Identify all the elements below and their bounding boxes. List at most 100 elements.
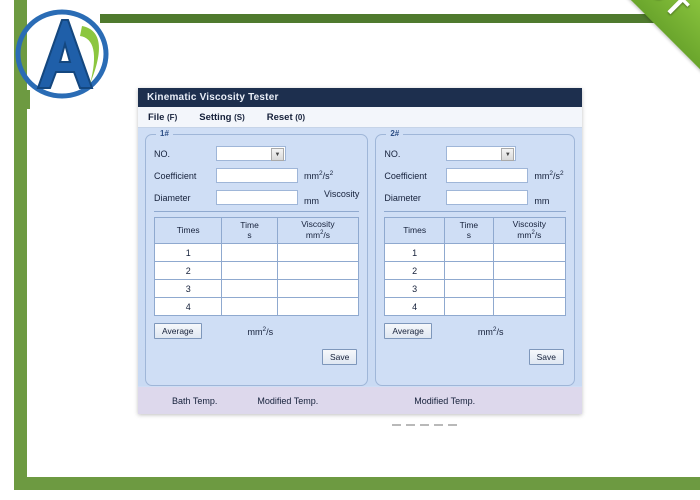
panel-1-table-header-row: Times Time s Viscosity mm2/s [153, 217, 360, 244]
panel-2-coefficient-unit: mm2/s2 [534, 170, 564, 181]
menu-item-file[interactable]: File (F) [148, 112, 177, 123]
panel-2-row-1-times: 1 [384, 243, 445, 262]
panel-1-row-4-viscosity[interactable] [276, 297, 360, 316]
table-row[interactable]: 3 [153, 279, 360, 298]
panel-2-divider [384, 211, 566, 212]
panel-1-divider [154, 211, 360, 212]
panel-2-header-times: Times [384, 217, 445, 244]
panel-1-row-1-times: 1 [153, 243, 223, 262]
table-row[interactable]: 1 [153, 243, 360, 262]
table-row[interactable]: 4 [384, 297, 567, 316]
panel-1-average-unit: mm2/s [247, 325, 274, 337]
panel-1-coefficient-label: Coefficient [154, 170, 197, 181]
panel-2-coefficient-label: Coefficient [384, 170, 427, 181]
dash-5 [448, 424, 457, 426]
application-window: Kinematic Viscosity Tester File (F) Sett… [138, 88, 582, 414]
table-row[interactable]: 4 [153, 297, 360, 316]
menu-item-reset-key: (0) [295, 112, 306, 122]
panel-2-diameter-label: Diameter [384, 192, 421, 203]
panel-2-footer: Average mm2/s Save [384, 323, 566, 365]
menu-item-file-key: (F) [167, 112, 178, 122]
panel-channel-2: 2# NO. ▼ Coefficient mm2/s2 Diameter [375, 129, 575, 386]
panel-1-header-times: Times [153, 217, 223, 244]
panel-2-diameter-unit: mm [534, 196, 550, 206]
panel-1-diameter-unit: mm [304, 196, 319, 206]
panel-2-header-viscosity: Viscosity mm2/s [492, 217, 567, 244]
panel-2-row-3-viscosity[interactable] [492, 279, 567, 298]
panel-1-data-table: Times Time s Viscosity mm2/s [153, 217, 360, 316]
panel-1-coefficient-input[interactable] [216, 168, 298, 183]
panel-1-no-row: NO. ▼ [154, 145, 359, 162]
menu-bar: File (F) Setting (S) Reset (0) [138, 107, 582, 128]
window-title: Kinematic Viscosity Tester [147, 92, 279, 103]
panel-2-table-header-row: Times Time s Viscosity mm2/s [384, 217, 567, 244]
panel-1-row-2-times: 2 [153, 261, 223, 280]
panel-1-row-3-time[interactable] [221, 279, 278, 298]
menu-item-reset-label: Reset [266, 111, 293, 123]
panel-2-coefficient-row: Coefficient mm2/s2 [384, 167, 566, 184]
panel-2-data-table: Times Time s Viscosity mm2/s [384, 217, 567, 316]
panel-2-diameter-input[interactable] [446, 190, 529, 205]
status-bar: Bath Temp. Modified Temp. Modified Temp. [138, 387, 582, 414]
panel-channel-1: 1# NO. ▼ Coefficient mm2/s2 Diameter [145, 129, 369, 386]
panel-2-no-combobox[interactable]: ▼ [446, 146, 517, 161]
panel-1-row-4-time[interactable] [221, 297, 278, 316]
panel-2-row-1-viscosity[interactable] [492, 243, 567, 262]
panel-1-average-button[interactable]: Average [154, 323, 202, 339]
panel-2-row-3-time[interactable] [443, 279, 494, 298]
panel-2-no-label: NO. [384, 148, 401, 159]
panel-1-row-4-times: 4 [153, 297, 223, 316]
table-row[interactable]: 3 [384, 279, 567, 298]
table-row[interactable]: 2 [153, 261, 360, 280]
panel-1-coefficient-unit: mm2/s2 [304, 170, 334, 181]
panel-1-no-label: NO. [154, 148, 171, 159]
bottom-green-bar [14, 477, 700, 490]
panel-1-diameter-row: Diameter mm Viscosity [154, 189, 359, 206]
panel-1-no-combobox[interactable]: ▼ [216, 146, 286, 161]
panel-1-row-2-viscosity[interactable] [276, 261, 360, 280]
menu-item-reset[interactable]: Reset (0) [267, 112, 305, 123]
panel-2-row-1-time[interactable] [443, 243, 494, 262]
status-bath-temp-label: Bath Temp. [172, 395, 218, 406]
panel-1-footer: Average mm2/s Save [154, 323, 359, 365]
panel-2-average-unit: mm2/s [477, 325, 504, 337]
panel-2-title: 2# [386, 129, 404, 138]
measurement-panels: 1# NO. ▼ Coefficient mm2/s2 Diameter [138, 128, 582, 386]
panel-1-diameter-input[interactable] [216, 190, 298, 205]
table-row[interactable]: 1 [384, 243, 567, 262]
panel-2-row-2-time[interactable] [443, 261, 494, 280]
top-green-bar [100, 14, 700, 23]
pagination-dashes [392, 424, 457, 426]
dash-1 [392, 424, 401, 426]
menu-item-setting[interactable]: Setting (S) [199, 112, 245, 123]
panel-2-average-row: Average mm2/s [384, 323, 566, 339]
left-green-bar [14, 0, 27, 490]
panel-2-save-button[interactable]: Save [528, 349, 564, 365]
window-titlebar: Kinematic Viscosity Tester [138, 88, 582, 107]
menu-item-setting-key: (S) [234, 112, 245, 122]
panel-1-diameter-label: Diameter [154, 192, 191, 203]
panel-2-row-2-viscosity[interactable] [492, 261, 567, 280]
panel-1-row-2-time[interactable] [221, 261, 278, 280]
panel-1-row-1-time[interactable] [221, 243, 278, 262]
status-modified-temp-1-label: Modified Temp. [257, 395, 319, 406]
panel-2-row-4-viscosity[interactable] [492, 297, 567, 316]
panel-2-header-time: Time s [443, 217, 494, 244]
panel-2-average-button[interactable]: Average [384, 323, 432, 339]
panel-2-row-2-times: 2 [384, 261, 445, 280]
dash-4 [434, 424, 443, 426]
panel-1-coefficient-row: Coefficient mm2/s2 [154, 167, 359, 184]
menu-item-file-label: File [148, 111, 165, 123]
menu-item-setting-label: Setting [199, 111, 232, 123]
table-row[interactable]: 2 [384, 261, 567, 280]
panel-1-save-button[interactable]: Save [321, 349, 358, 365]
panel-1-title: 1# [156, 129, 173, 138]
chevron-down-icon[interactable]: ▼ [501, 148, 515, 161]
panel-2-coefficient-input[interactable] [446, 168, 529, 183]
panel-2-row-4-time[interactable] [443, 297, 494, 316]
panel-2-row-3-times: 3 [384, 279, 445, 298]
chevron-down-icon[interactable]: ▼ [271, 148, 284, 161]
panel-1-row-1-viscosity[interactable] [276, 243, 360, 262]
panel-1-row-3-viscosity[interactable] [276, 279, 360, 298]
